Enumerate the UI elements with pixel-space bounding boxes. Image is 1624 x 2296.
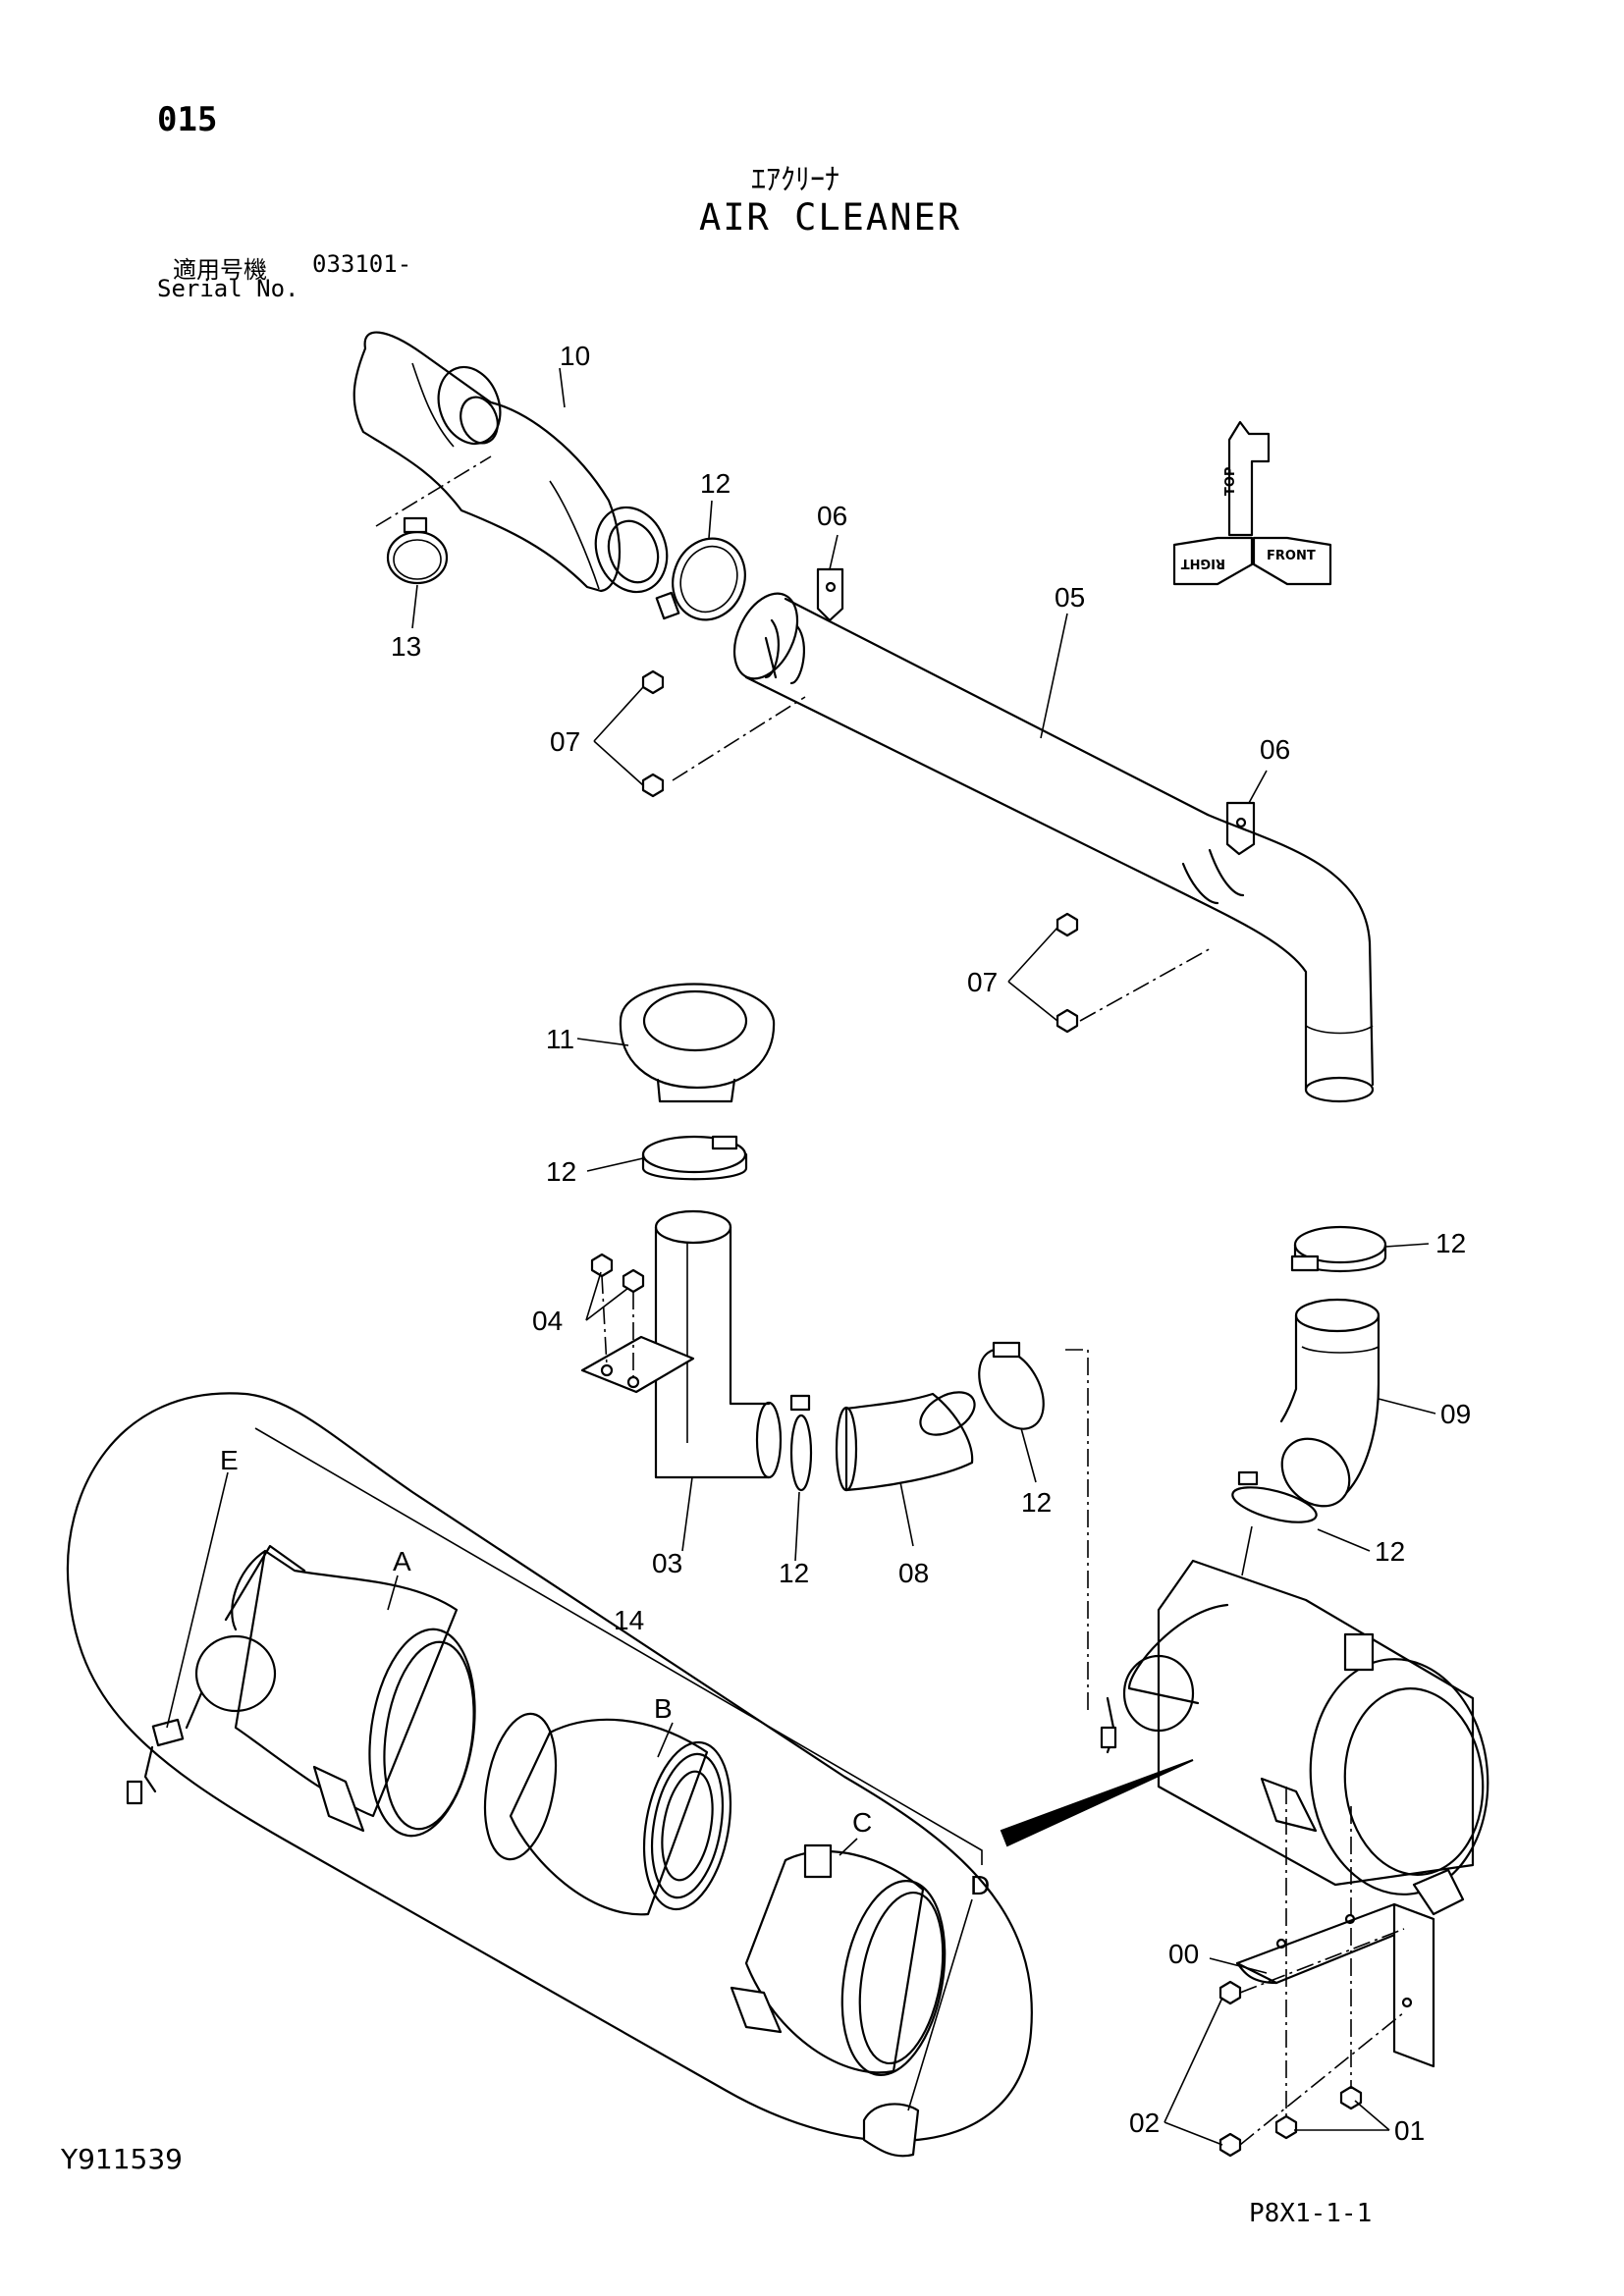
serial-number-value: 033101- xyxy=(312,250,412,278)
hose-clamp-12-elbow xyxy=(978,1341,1045,1430)
filter-element-B xyxy=(483,1712,732,1916)
bolt-07 xyxy=(641,669,1079,1034)
detail-pointer xyxy=(1000,1759,1194,1847)
inlet-pipe-03 xyxy=(654,1209,783,1479)
hose-10 xyxy=(352,331,669,594)
part-label-11: 11 xyxy=(546,1024,574,1054)
hose-clamp-12-top xyxy=(655,537,746,621)
part-label-02: 02 xyxy=(1129,2108,1160,2138)
part-label-12: 12 xyxy=(1435,1228,1466,1258)
title-japanese: ｴｱｸﾘｰﾅ xyxy=(751,163,839,197)
bolt-01 xyxy=(1274,2085,1363,2140)
page-title: AIR CLEANER xyxy=(699,196,962,239)
part-label-D: D xyxy=(970,1870,990,1900)
page-number: 015 xyxy=(157,100,218,139)
elbow-08 xyxy=(835,1391,976,1492)
serial-label: Serial No. xyxy=(157,275,299,302)
part-label-14: 14 xyxy=(614,1605,644,1635)
mounting-bracket-00 xyxy=(1235,1902,1435,2068)
part-label-04: 04 xyxy=(532,1306,563,1336)
part-label-13: 13 xyxy=(391,631,421,662)
part-label-07: 07 xyxy=(967,967,998,997)
restriction-sensor-E xyxy=(126,1691,203,1805)
part-label-06: 06 xyxy=(817,501,847,531)
part-label-12: 12 xyxy=(1375,1536,1405,1567)
document-code: Y911539 xyxy=(61,2143,183,2175)
hose-clamp-13 xyxy=(386,516,449,585)
elbow-hose-09 xyxy=(1279,1298,1380,1508)
exploded-view-oval xyxy=(66,1392,1033,2143)
pipe-05 xyxy=(732,592,1375,1103)
part-label-10: 10 xyxy=(560,341,590,371)
serial-label-japanese: 適用号機 xyxy=(173,256,267,284)
bolt-02 xyxy=(1218,1980,1242,2158)
dust-valve-D xyxy=(862,2103,920,2158)
hose-clamp-12-cap xyxy=(641,1135,748,1181)
cover-C xyxy=(730,1843,947,2076)
hose-clamp-12-low xyxy=(1231,1470,1318,1523)
part-label-12: 12 xyxy=(779,1558,809,1588)
part-label-12: 12 xyxy=(546,1156,576,1187)
part-label-07: 07 xyxy=(550,726,580,757)
part-label-01: 01 xyxy=(1394,2115,1425,2146)
part-label-08: 08 xyxy=(898,1558,929,1588)
compass-top-label: TOP xyxy=(1223,467,1238,496)
part-label-E: E xyxy=(220,1445,239,1475)
hose-clamp-12-right xyxy=(1290,1225,1387,1273)
orientation-compass: TOP RIGHT FRONT xyxy=(1172,420,1332,586)
part-label-A: A xyxy=(393,1546,411,1576)
part-label-B: B xyxy=(654,1693,673,1724)
part-label-03: 03 xyxy=(652,1548,682,1578)
part-label-00: 00 xyxy=(1168,1939,1199,1969)
bracket-plate xyxy=(580,1335,695,1394)
part-label-12: 12 xyxy=(700,468,731,499)
part-label-05: 05 xyxy=(1055,582,1085,613)
part-label-06: 06 xyxy=(1260,734,1290,765)
cleaner-body-A xyxy=(194,1544,476,1838)
hose-clamp-12-mid xyxy=(789,1394,813,1492)
leader-lines xyxy=(166,367,1436,2146)
bolt-04 xyxy=(590,1253,645,1294)
part-label-09: 09 xyxy=(1440,1399,1471,1429)
air-cleaner-assembly xyxy=(1100,1559,1489,1916)
compass-front-label: FRONT xyxy=(1267,549,1316,563)
sheet-code: P8X1-1-1 xyxy=(1249,2199,1373,2228)
bracket-06-top xyxy=(816,567,844,622)
rain-cap-11 xyxy=(619,983,776,1103)
compass-right-label: RIGHT xyxy=(1181,556,1225,570)
part-label-C: C xyxy=(852,1807,872,1838)
part-label-12: 12 xyxy=(1021,1487,1052,1518)
